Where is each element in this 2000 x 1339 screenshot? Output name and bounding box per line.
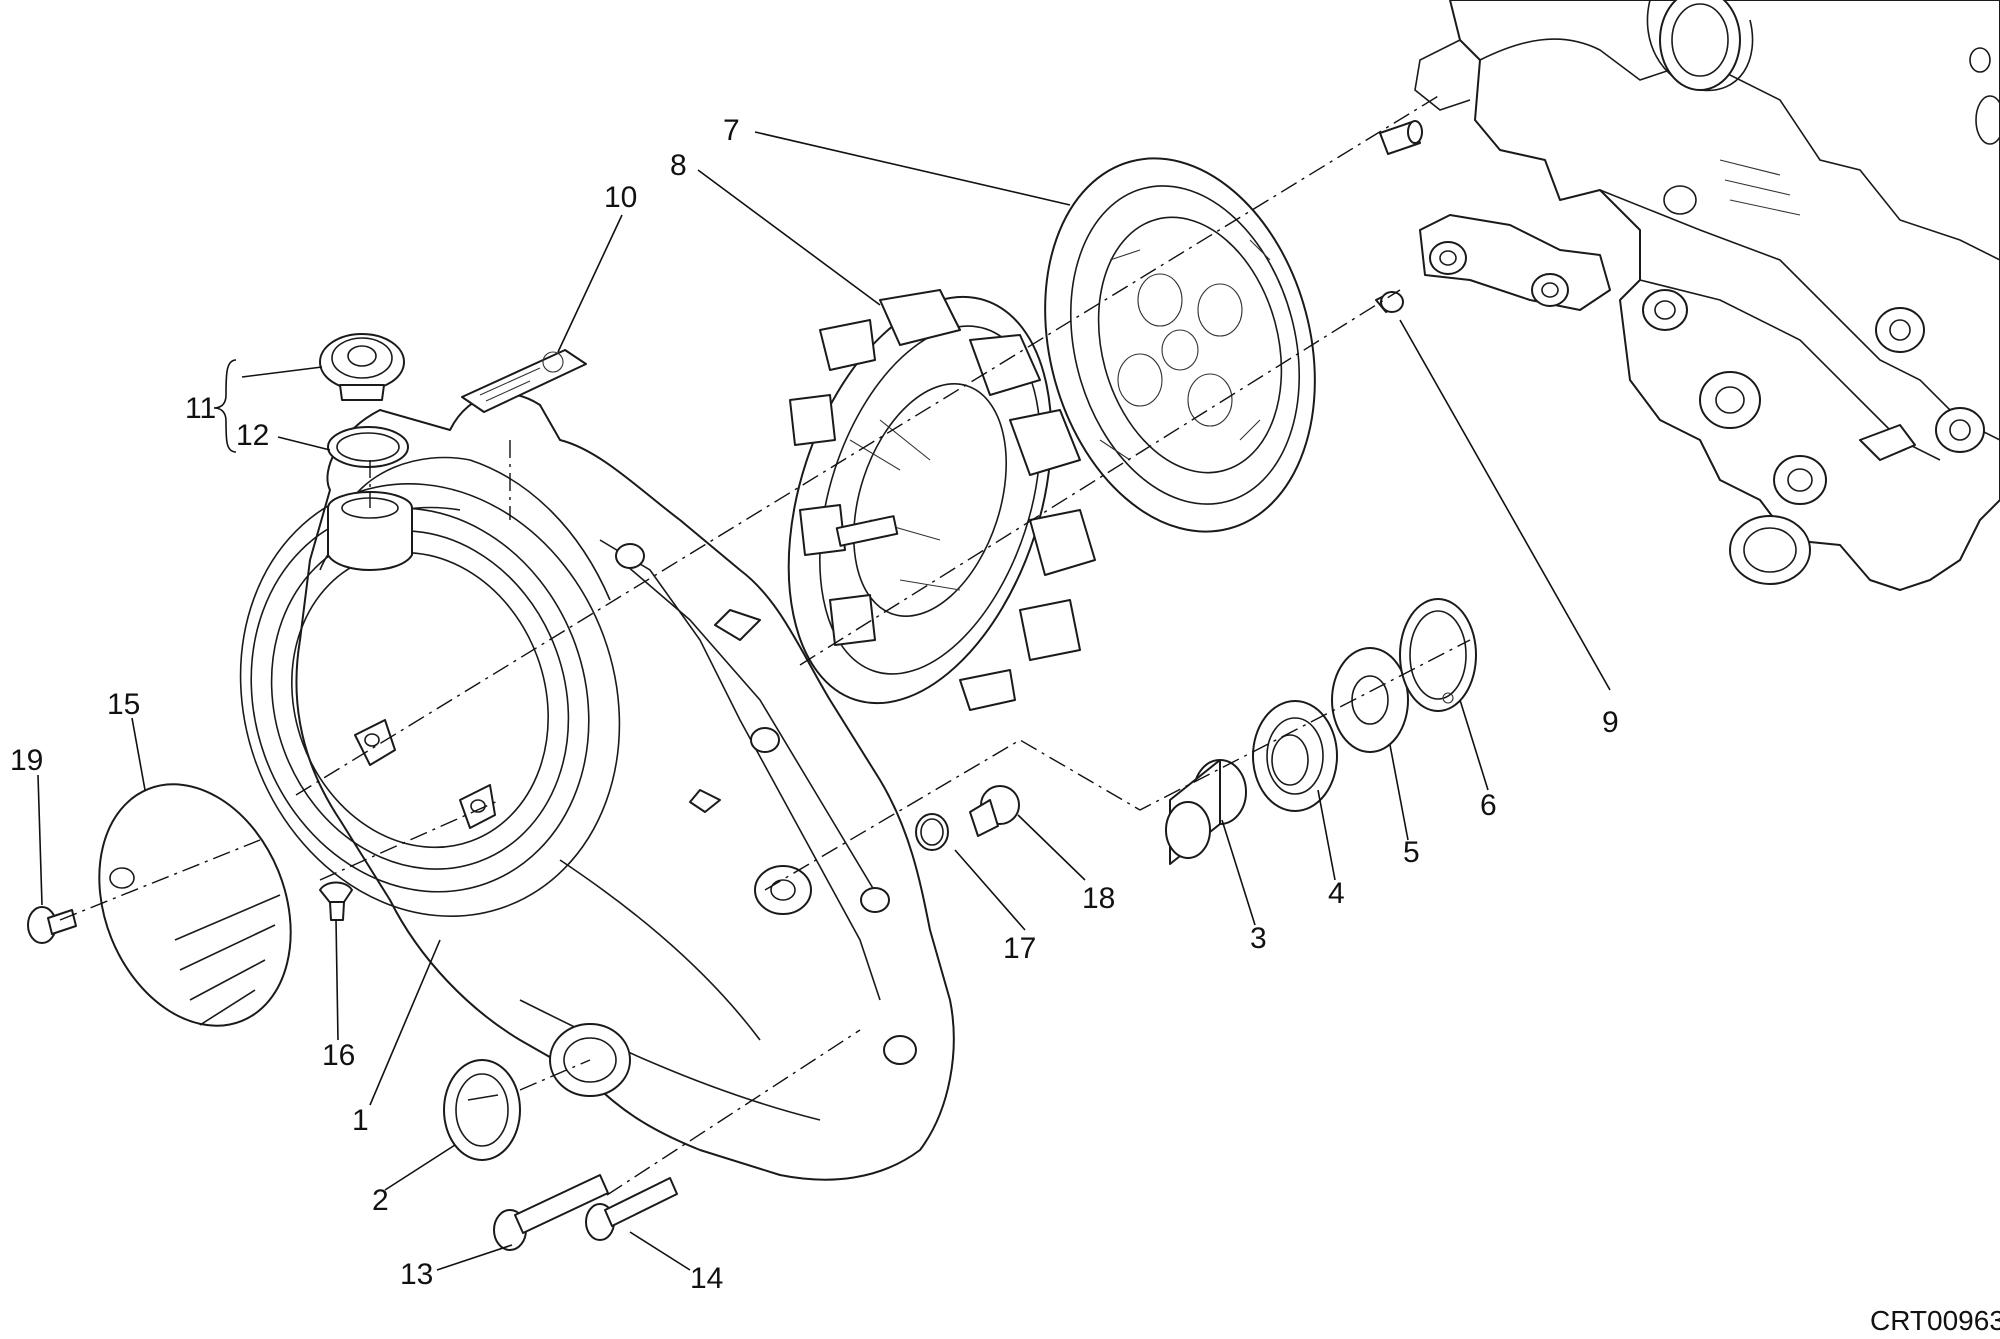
screw-19 <box>27 906 77 944</box>
callout-1: 1 <box>352 1104 369 1137</box>
clutch-cover <box>239 392 955 1181</box>
circlip-17 <box>915 813 949 851</box>
label-plate <box>461 349 587 413</box>
callout-9: 9 <box>1602 706 1619 739</box>
leader-lines <box>37 131 1611 1271</box>
callout-19: 19 <box>10 744 43 777</box>
callout-15: 15 <box>107 688 140 721</box>
crankcase-outline <box>1414 0 2000 591</box>
inspection-cover <box>98 783 292 1027</box>
callout-6: 6 <box>1480 789 1497 822</box>
bolt-14 <box>585 1177 678 1241</box>
snap-ring-6 <box>1399 598 1477 712</box>
oil-seal-2 <box>443 1059 521 1161</box>
callout-4: 4 <box>1328 877 1345 910</box>
callout-14: 14 <box>690 1262 723 1295</box>
callout-11: 11 <box>185 392 216 425</box>
callout-16: 16 <box>322 1039 355 1072</box>
bearing-4 <box>1252 700 1338 812</box>
callout-17: 17 <box>1003 932 1036 965</box>
callout-8: 8 <box>670 149 687 182</box>
callout-3: 3 <box>1250 922 1267 955</box>
o-ring <box>327 426 409 468</box>
callout-2: 2 <box>372 1184 389 1217</box>
pressure-plate <box>1044 157 1316 533</box>
stud-bolt-13 <box>493 1174 609 1251</box>
callout-7: 7 <box>723 114 740 147</box>
callout-5: 5 <box>1403 836 1420 869</box>
callout-18: 18 <box>1082 882 1115 915</box>
assembly-axes <box>59 94 1471 1196</box>
callout-10: 10 <box>604 181 637 214</box>
callout-13: 13 <box>400 1258 433 1291</box>
drawing-code: CRT00963 <box>1870 1305 2000 1336</box>
dowel-pin <box>1379 120 1423 155</box>
screw-16 <box>319 881 353 921</box>
callout-12: 12 <box>236 419 269 452</box>
washer-5 <box>1331 647 1409 753</box>
callout-labels: 1 2 3 4 5 6 7 8 9 10 11 12 13 14 15 16 1… <box>10 114 1619 1295</box>
plug-18 <box>969 785 1020 837</box>
oil-filler-plug <box>319 333 405 401</box>
